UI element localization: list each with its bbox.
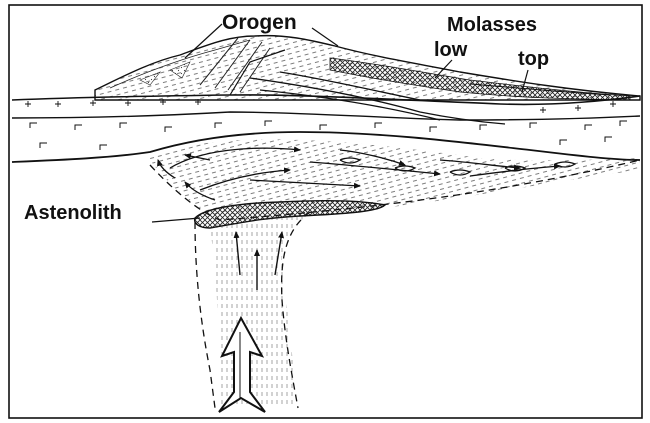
label-molasses-top: top [518,49,549,69]
label-astenolith: Astenolith [24,203,122,223]
label-molasses-low: low [434,40,467,60]
label-molasses: Molasses [447,15,537,35]
mantle-plume [195,212,310,408]
astenolith-leader-line [152,218,200,222]
label-orogen: Orogen [222,12,297,33]
